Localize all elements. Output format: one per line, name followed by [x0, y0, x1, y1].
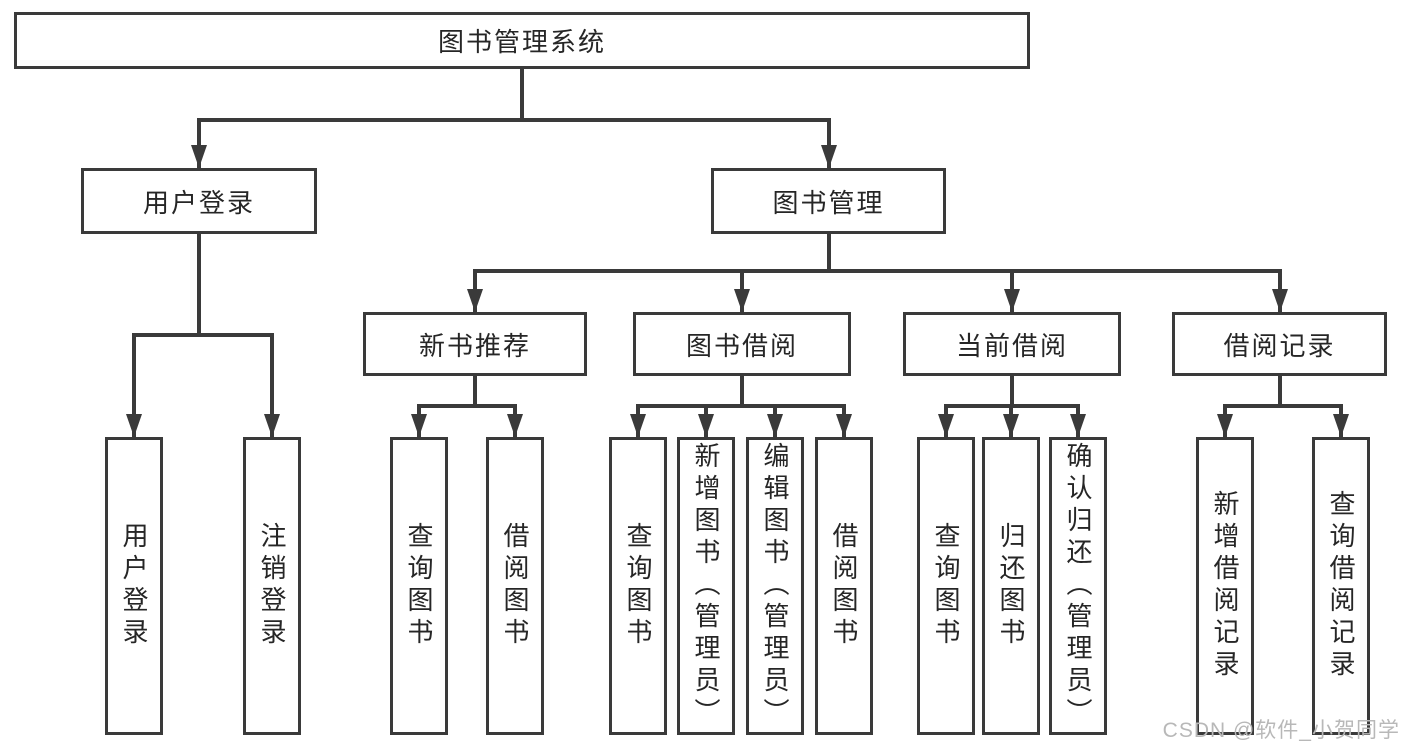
leaf-user-login: 用户登录: [105, 437, 163, 735]
node-label: 归还图书: [996, 522, 1026, 650]
node-borrowing-records: 借阅记录: [1172, 312, 1387, 376]
node-label: 查询借阅记录: [1326, 490, 1356, 682]
node-current-borrowing: 当前借阅: [903, 312, 1121, 376]
node-label: 借阅图书: [829, 522, 859, 650]
node-label: 查询图书: [931, 522, 961, 650]
node-label: 编辑图书（管理员）: [760, 442, 790, 730]
node-label: 新书推荐: [418, 330, 531, 361]
leaf-confirm-return-admin: 确认归还（管理员）: [1049, 437, 1107, 735]
leaf-add-books-admin: 新增图书（管理员）: [677, 437, 735, 735]
node-label: 新增图书（管理员）: [691, 442, 721, 730]
node-book-management-branch: 图书管理: [711, 168, 946, 234]
node-label: 图书管理: [772, 187, 885, 218]
leaf-query-books-borrowing: 查询图书: [609, 437, 667, 735]
leaf-return-books: 归还图书: [982, 437, 1040, 735]
leaf-query-books-recommend: 查询图书: [390, 437, 448, 735]
node-label: 借阅图书: [500, 522, 530, 650]
csdn-watermark: CSDN @软件_小贺同学: [1162, 719, 1400, 742]
node-label: 用户登录: [142, 187, 255, 218]
leaf-query-borrow-record: 查询借阅记录: [1312, 437, 1370, 735]
node-label: 当前借阅: [955, 330, 1068, 361]
node-label: 确认归还（管理员）: [1063, 442, 1093, 730]
node-label: 图书借阅: [685, 330, 798, 361]
leaf-logout: 注销登录: [243, 437, 301, 735]
leaf-borrow-books-recommend: 借阅图书: [486, 437, 544, 735]
node-book-borrowing: 图书借阅: [633, 312, 851, 376]
leaf-add-borrow-record: 新增借阅记录: [1196, 437, 1254, 735]
node-label: 查询图书: [623, 522, 653, 650]
node-label: 注销登录: [257, 522, 287, 650]
leaf-borrow-books: 借阅图书: [815, 437, 873, 735]
node-user-login-branch: 用户登录: [81, 168, 317, 234]
node-label: 借阅记录: [1223, 330, 1336, 361]
leaf-query-books-current: 查询图书: [917, 437, 975, 735]
node-label: 查询图书: [404, 522, 434, 650]
node-label: 用户登录: [119, 522, 149, 650]
leaf-edit-books-admin: 编辑图书（管理员）: [746, 437, 804, 735]
node-new-book-recommendation: 新书推荐: [363, 312, 587, 376]
node-label: 图书管理系统: [437, 27, 606, 57]
node-label: 新增借阅记录: [1210, 490, 1240, 682]
node-library-management-system: 图书管理系统: [14, 12, 1030, 69]
